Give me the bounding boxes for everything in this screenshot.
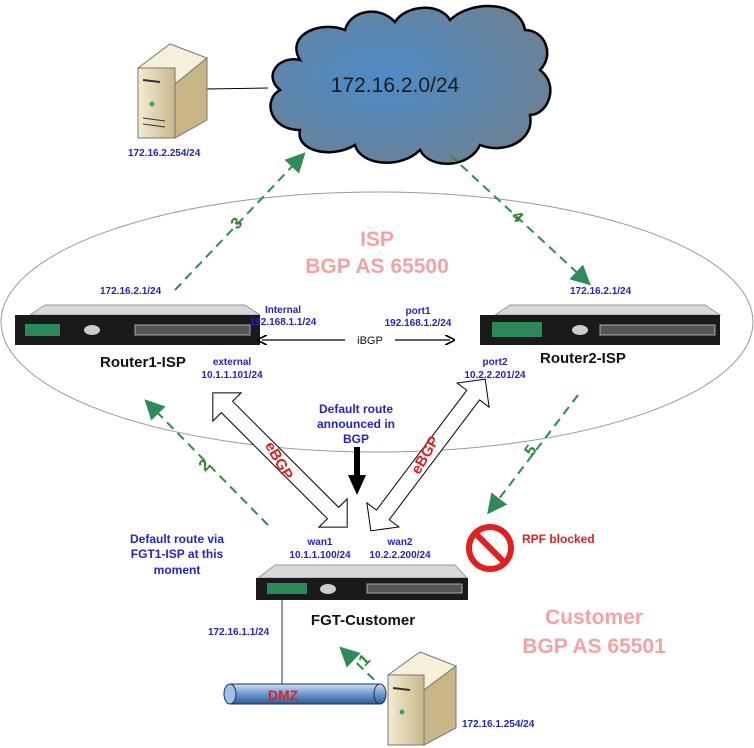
- rpf-blocked-label: RPF blocked: [522, 532, 595, 546]
- router2-port2-label: port2: [483, 357, 508, 368]
- dmz-segment: [223, 683, 387, 705]
- server-cloud-link: [205, 87, 269, 90]
- default-route-note-3: BGP: [343, 432, 369, 446]
- bottom-server-ip: 172.16.1.254/24: [462, 719, 535, 730]
- isp-zone: [0, 191, 754, 453]
- flow-arrow-5: [487, 394, 579, 515]
- router2-name: Router2-ISP: [540, 350, 626, 367]
- default-via-note-3: moment: [154, 563, 201, 577]
- server-icon: [137, 43, 208, 139]
- flow-arrow-2: [144, 399, 269, 526]
- wan2-ip: 10.2.2.200/24: [369, 550, 431, 561]
- default-via-note-2: FGT1-ISP at this: [131, 547, 224, 561]
- announce-arrow: [348, 447, 366, 495]
- ibgp-label: iBGP: [357, 335, 383, 347]
- router2-top-ip: 172.16.2.1/24: [570, 286, 632, 297]
- dmz-label: DMZ: [268, 687, 299, 703]
- router2-port1-ip: 192.168.1.2/24: [385, 318, 452, 329]
- router1-external-label: external: [213, 357, 252, 368]
- ebgp-right-arrow: [366, 378, 490, 532]
- router1-top-ip: 172.16.2.1/24: [100, 286, 162, 297]
- router1-name: Router1-ISP: [100, 354, 186, 371]
- router1-device[interactable]: [15, 304, 262, 345]
- flow-arrow-3: [174, 152, 306, 291]
- wan1-label: wan1: [306, 537, 332, 548]
- fgt-customer-device[interactable]: [256, 564, 469, 600]
- flow-arrow-4: [449, 154, 591, 286]
- fgt-name: FGT-Customer: [311, 612, 415, 629]
- blocked-icon: [466, 524, 514, 572]
- router1-internal-label: Internal: [265, 305, 301, 316]
- default-via-note-1: Default route via: [130, 532, 224, 546]
- step-5: 5: [522, 442, 541, 459]
- step-1: 1: [356, 651, 374, 669]
- wan1-ip: 10.1.1.100/24: [289, 550, 351, 561]
- router2-device[interactable]: [480, 304, 722, 345]
- server-icon: [386, 651, 458, 746]
- internet-cloud: 172.16.2.0/24: [269, 4, 552, 165]
- cloud-label: 172.16.2.0/24: [331, 74, 460, 97]
- router2-port1-label: port1: [406, 306, 431, 317]
- ebgp-left-arrow: [212, 392, 348, 528]
- top-server-ip: 172.16.2.254/24: [128, 148, 201, 159]
- isp-as: BGP AS 65500: [305, 255, 449, 278]
- step-2: 2: [196, 457, 214, 475]
- wan2-label: wan2: [386, 537, 412, 548]
- fgt-dmz-ip: 172.16.1.1/24: [208, 627, 270, 638]
- isp-title: ISP: [360, 228, 394, 251]
- customer-as: BGP AS 65501: [522, 635, 666, 658]
- router1-internal-ip: 192.168.1.1/24: [250, 317, 317, 328]
- router2-port2-ip: 10.2.2.201/24: [464, 370, 526, 381]
- customer-title: Customer: [545, 606, 643, 629]
- flow-arrow-1: [339, 646, 386, 691]
- default-route-note-2: announced in: [317, 417, 395, 431]
- router1-external-ip: 10.1.1.101/24: [201, 370, 263, 381]
- default-route-note-1: Default route: [319, 402, 393, 416]
